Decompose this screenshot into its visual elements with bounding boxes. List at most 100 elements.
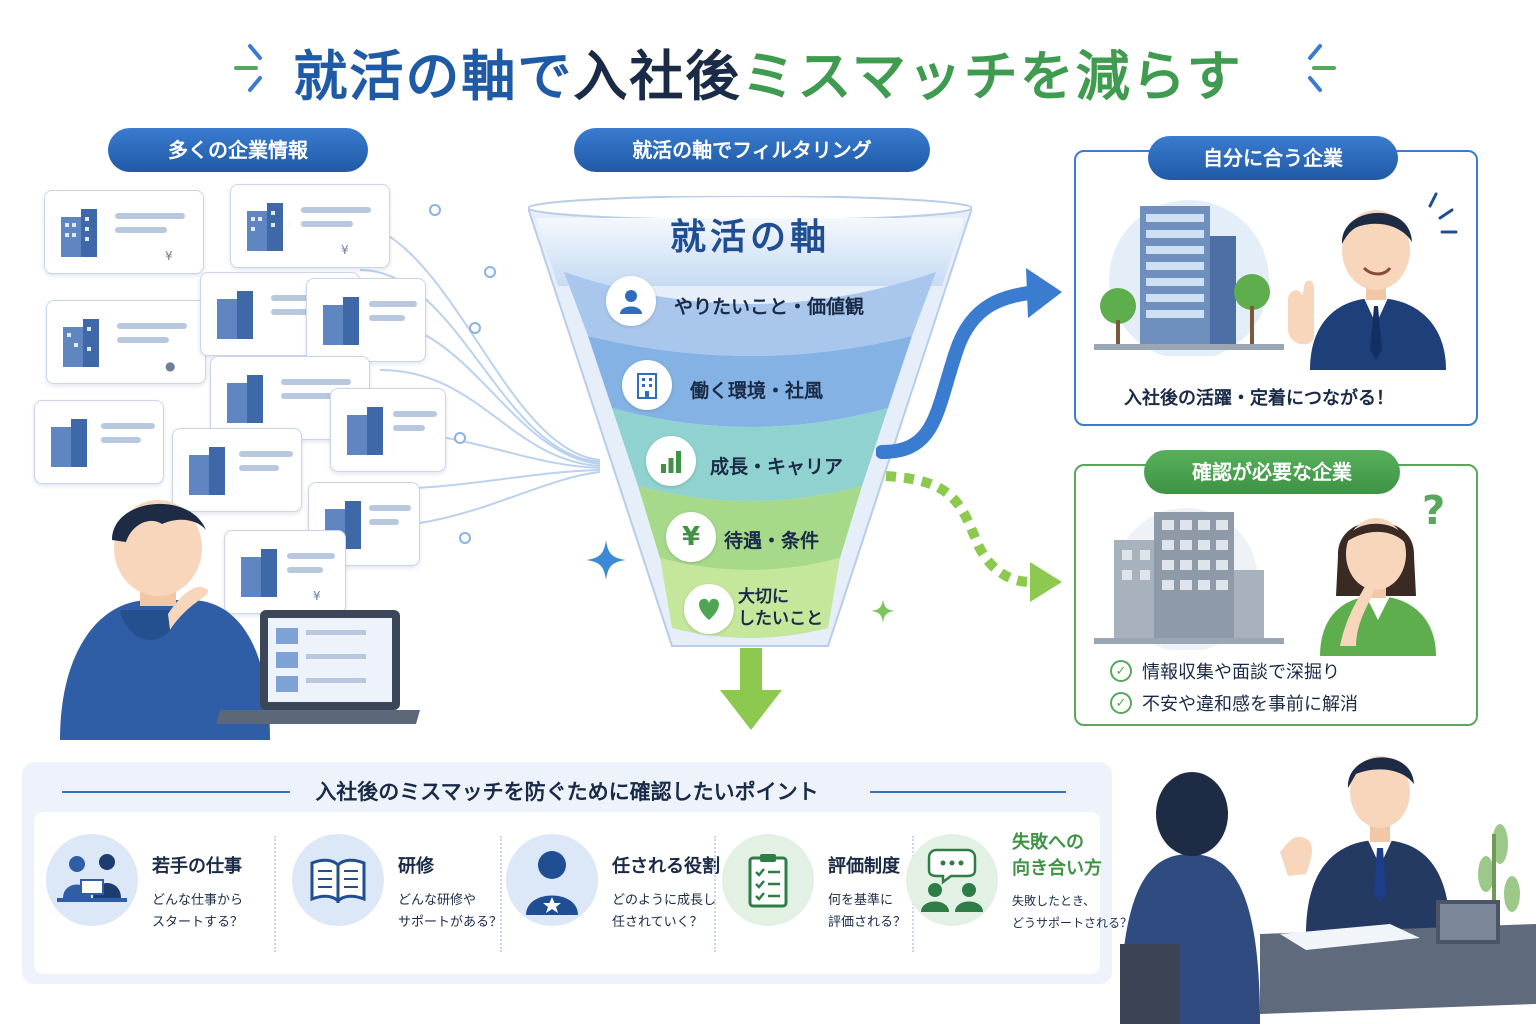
check-item-text: 情報収集や面談で深掘り — [1142, 662, 1340, 683]
check-icon: ✓ — [1110, 692, 1132, 714]
sparkle-icon — [871, 599, 895, 623]
location-pin-icon: ● — [165, 359, 176, 373]
person-icon — [606, 276, 656, 326]
title-part-3: ミスマッチを減らす — [741, 45, 1243, 108]
check-item-text: 不安や違和感を事前に解消 — [1142, 694, 1358, 715]
checkpoint-desc: どんな研修やサポートがある？ — [398, 890, 502, 934]
building-icon — [323, 297, 359, 345]
title-part-1: 就活の軸で — [293, 45, 574, 108]
check-item: ✓ 不安や違和感を事前に解消 — [1110, 690, 1358, 716]
checkpoint-title: 研修 — [398, 856, 434, 877]
building-icon — [247, 203, 283, 251]
check-company-label: 確認が必要な企業 — [1144, 450, 1400, 494]
filter-label: 就活の軸でフィルタリング — [574, 128, 930, 172]
company-card — [34, 400, 164, 484]
funnel-layer-label-line2: したいこと — [738, 609, 823, 629]
funnel-layer-label: 成長・キャリア — [710, 456, 844, 478]
check-arrow — [885, 471, 1062, 602]
down-arrow-icon — [720, 648, 782, 730]
company-card — [330, 388, 446, 472]
building-icon — [347, 407, 383, 455]
checkpoints-panel: 入社後のミスマッチを防ぐために確認したいポイント 若手の仕事 どんな仕事からスタ… — [22, 762, 1132, 984]
checkpoint-item: 任される役割 どのように成長し任されていく？ — [494, 812, 720, 974]
company-card — [172, 428, 302, 512]
building-icon — [622, 360, 672, 410]
checkpoint-title: 若手の仕事 — [152, 856, 242, 877]
checkpoint-desc: どのように成長し任されていく？ — [612, 890, 716, 934]
building-icon — [63, 319, 99, 367]
person-star-icon — [506, 834, 598, 926]
title-part-2: 入社後 — [573, 45, 742, 108]
matching-company-text: 入社後の活躍・定着につながる！ — [1124, 388, 1394, 409]
chat-people-icon — [906, 834, 998, 926]
gray-building-illustration — [1094, 508, 1284, 650]
checkpoint-title: 失敗への向き合い方 — [1012, 830, 1102, 882]
checkpoints-list: 若手の仕事 どんな仕事からスタートする？ 研修 どんな研修やサポートがある？ 任… — [34, 812, 1132, 974]
office-building-illustration — [1094, 200, 1284, 356]
check-icon: ✓ — [1110, 660, 1132, 682]
building-icon — [241, 549, 277, 597]
funnel-layer-label: 大切に したいこと — [738, 586, 823, 630]
building-icon — [51, 419, 87, 467]
desc-line: 何を基準に — [828, 893, 894, 908]
yen-icon: ¥ — [165, 249, 173, 263]
funnel-layer — [588, 336, 912, 427]
checkpoint-item: 研修 どんな研修やサポートがある？ — [280, 812, 502, 974]
heart-icon — [684, 584, 734, 634]
building-icon — [227, 375, 263, 423]
interview-illustration — [1120, 756, 1536, 1024]
desc-line: どんな研修や — [398, 893, 477, 908]
yen-icon: ¥ — [341, 243, 349, 257]
checkpoint-item: 失敗への向き合い方 失敗したとき、どうサポートされる？ — [894, 812, 1132, 974]
funnel-layer-label: やりたいこと・価値観 — [674, 296, 865, 318]
funnel-layer-label: 働く環境・社風 — [690, 380, 824, 402]
desc-line: サポートがある？ — [398, 915, 503, 930]
happy-businessman-illustration — [1288, 192, 1458, 370]
company-card: ¥ — [230, 184, 390, 268]
separator — [714, 836, 716, 952]
desc-line: どうサポートされる？ — [1012, 916, 1133, 930]
thinking-woman-illustration — [1320, 518, 1436, 656]
company-card: ● — [46, 300, 206, 384]
checkpoint-item: 評価制度 何を基準に評価される？ — [710, 812, 910, 974]
funnel-layer-label: 待遇・条件 — [724, 530, 820, 552]
separator — [500, 836, 502, 952]
match-arrow — [876, 268, 1062, 459]
building-icon — [61, 209, 97, 257]
funnel-title: 就活の軸 — [669, 217, 830, 258]
building-icon — [189, 447, 225, 495]
sparkle-icon — [586, 540, 626, 580]
page-title: 就活の軸で入社後ミスマッチを減らす — [0, 32, 1536, 111]
title-left-spark-icon — [234, 44, 262, 92]
bar-chart-icon — [646, 436, 696, 486]
title-right-spark-icon — [1308, 44, 1336, 92]
company-card: ¥ — [44, 190, 204, 274]
desc-line: どんな仕事から — [152, 893, 244, 908]
checkpoint-title: 任される役割 — [612, 856, 720, 877]
building-icon — [217, 291, 253, 339]
yen-icon: ¥ — [666, 512, 716, 562]
company-info-label: 多くの企業情報 — [108, 128, 368, 172]
divider-line — [870, 791, 1066, 793]
desc-line: スタートする？ — [152, 915, 244, 930]
desc-line: 失敗したとき、 — [1012, 894, 1096, 908]
book-icon — [292, 834, 384, 926]
divider-line — [62, 791, 290, 793]
title-line: 失敗への — [1012, 832, 1084, 853]
student-illustration — [60, 500, 420, 740]
funnel-layer-label-line1: 大切に — [738, 587, 789, 607]
yen-glyph: ¥ — [681, 522, 701, 552]
desc-line: 評価される？ — [828, 915, 907, 930]
title-line: 向き合い方 — [1012, 858, 1102, 879]
clipboard-icon — [722, 834, 814, 926]
checkpoints-title: 入社後のミスマッチを防ぐために確認したいポイント — [315, 780, 819, 804]
desc-line: 任されていく？ — [612, 915, 703, 930]
question-mark-icon: ? — [1422, 488, 1446, 534]
desc-line: どのように成長し — [612, 893, 717, 908]
meeting-icon — [46, 834, 138, 926]
yen-icon: ¥ — [313, 589, 321, 603]
checkpoint-title: 評価制度 — [828, 856, 900, 877]
checkpoint-desc: 失敗したとき、どうサポートされる？ — [1012, 890, 1132, 934]
company-card — [306, 278, 426, 362]
matching-company-label: 自分に合う企業 — [1148, 136, 1398, 180]
